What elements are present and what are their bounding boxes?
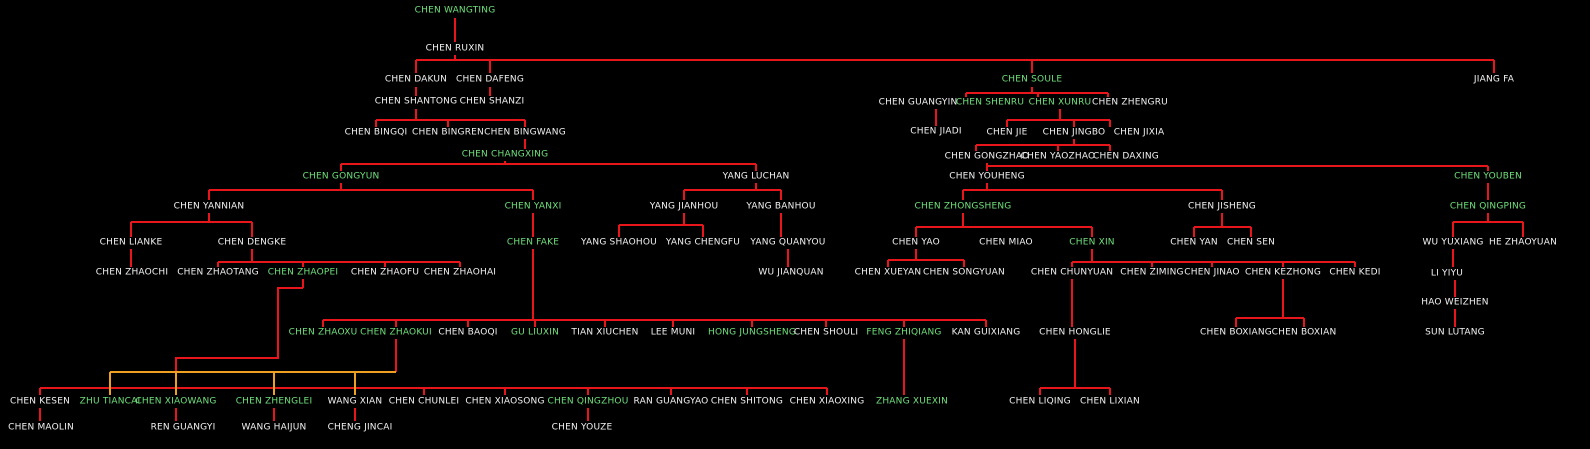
- lineage-node: CHEN BOXIAN: [1271, 327, 1337, 338]
- lineage-node: CHEN YOUBEN: [1454, 171, 1522, 182]
- lineage-node: CHEN YANNIAN: [173, 201, 245, 212]
- lineage-node: CHEN YOUHENG: [949, 171, 1025, 182]
- lineage-node: HONG JUNGSHENG: [707, 327, 797, 338]
- lineage-node: CHEN JIADI: [910, 126, 962, 137]
- lineage-node: YANG CHENGFU: [665, 237, 741, 248]
- lineage-node: CHEN ZHAOXU: [288, 327, 358, 338]
- lineage-node: CHEN ZHAOHAI: [423, 267, 497, 278]
- lineage-node: CHEN WANGTING: [414, 5, 496, 16]
- lineage-node: WANG HAIJUN: [241, 422, 307, 433]
- lineage-node: CHENG JINCAI: [327, 422, 393, 433]
- lineage-node: CHEN DAXING: [1093, 151, 1159, 162]
- lineage-node: CHEN CHUNLEI: [388, 396, 460, 407]
- lineage-node: CHEN ZHENGLEI: [235, 396, 313, 407]
- lineage-node: CHEN QINGPING: [1449, 201, 1527, 212]
- lineage-node: CHEN XIAOSONG: [465, 396, 545, 407]
- lineage-node: YANG SHAOHOU: [581, 237, 657, 248]
- lineage-node: CHEN GUANGYIN: [878, 97, 958, 108]
- lineage-node: CHEN DENGKE: [217, 237, 287, 248]
- lineage-node: HE ZHAOYUAN: [1488, 237, 1558, 248]
- lineage-node: YANG LUCHAN: [722, 171, 790, 182]
- lineage-node: CHEN KESEN: [9, 396, 71, 407]
- lineage-node: CHEN JINGBO: [1042, 127, 1106, 138]
- lineage-node: REN GUANGYI: [150, 422, 216, 433]
- lineage-node: CHEN YOUZE: [551, 422, 613, 433]
- lineage-node: CHEN LIANKE: [99, 237, 163, 248]
- lineage-node: CHEN JIE: [986, 127, 1028, 138]
- lineage-node: CHEN BINGWANG: [484, 127, 566, 138]
- lineage-node: CHEN JISHENG: [1188, 201, 1256, 212]
- lineage-node: LEE MUNI: [650, 327, 696, 338]
- lineage-node: CHEN SOULE: [1001, 74, 1063, 85]
- lineage-node: CHEN ZHAOFU: [350, 267, 420, 278]
- lineage-node: CHEN GONGZHAO: [944, 151, 1030, 162]
- lineage-node: CHEN ZHENGRU: [1092, 97, 1168, 108]
- lineage-node: CHEN FAKE: [506, 237, 560, 248]
- lineage-node: CHEN GONGYUN: [302, 171, 380, 182]
- lineage-node: CHEN SHANTONG: [374, 96, 458, 107]
- lineage-node: CHEN BOXIANG: [1200, 327, 1272, 338]
- lineage-node: RAN GUANGYAO: [633, 396, 709, 407]
- lineage-node: GU LIUXIN: [510, 327, 560, 338]
- lineage-node: CHEN ZHAOPEI: [267, 267, 339, 278]
- lineage-node: SUN LUTANG: [1425, 327, 1485, 338]
- lineage-node: CHEN SHOULI: [793, 327, 859, 338]
- lineage-node: CHEN MAOLIN: [8, 422, 74, 433]
- lineage-node: YANG JIANHOU: [649, 201, 719, 212]
- lineage-node: CHEN LIXIAN: [1080, 396, 1140, 407]
- lineage-node: CHEN ZHAOTANG: [177, 267, 259, 278]
- lineage-node: CHEN YAO: [892, 237, 940, 248]
- lineage-node: CHEN HONGLIE: [1039, 327, 1111, 338]
- lineage-node: CHEN BAOQI: [438, 327, 498, 338]
- lineage-node: CHEN MIAO: [979, 237, 1033, 248]
- lineage-node: CHEN JIXIA: [1113, 127, 1165, 138]
- lineage-node: YANG QUANYOU: [750, 237, 826, 248]
- lineage-node: CHEN XIAOWANG: [135, 396, 217, 407]
- lineage-node: CHEN XIN: [1069, 237, 1115, 248]
- lineage-node: CHEN KEZHONG: [1244, 267, 1322, 278]
- lineage-node: TIAN XIUCHEN: [571, 327, 639, 338]
- lineage-node: CHEN SHANZI: [459, 96, 525, 107]
- lineage-node: CHEN SONGYUAN: [923, 267, 1005, 278]
- lineage-node: CHEN YAOZHAO: [1020, 151, 1096, 162]
- lineage-node: CHEN ZHONGSHENG: [914, 201, 1012, 212]
- lineage-node: ZHU TIANCAI: [79, 396, 141, 407]
- lineage-node: CHEN XUNRU: [1028, 97, 1092, 108]
- lineage-node: CHEN XUEYAN: [854, 267, 922, 278]
- lineage-node: WANG XIAN: [327, 396, 383, 407]
- lineage-node: WU YUXIANG: [1422, 237, 1484, 248]
- lineage-node: CHEN CHUNYUAN: [1030, 267, 1114, 278]
- lineage-node: CHEN DAKUN: [384, 74, 448, 85]
- lineage-node: CHEN XIAOXING: [789, 396, 865, 407]
- lineage-node: CHEN SHITONG: [710, 396, 784, 407]
- lineage-connector: [175, 287, 303, 395]
- lineage-node: CHEN RUXIN: [425, 43, 485, 54]
- lineage-node: FENG ZHIQIANG: [866, 327, 942, 338]
- lineage-node: CHEN BINGREN: [412, 127, 484, 138]
- lineage-node: CHEN QINGZHOU: [547, 396, 629, 407]
- lineage-node: WU JIANQUAN: [758, 267, 824, 278]
- lineage-node: CHEN DAFENG: [455, 74, 525, 85]
- lineage-node: CHEN BINGQI: [344, 127, 408, 138]
- lineage-node: CHEN YANXI: [504, 201, 562, 212]
- lineage-node: CHEN ZHAOCHI: [95, 267, 169, 278]
- lineage-node: JIANG FA: [1473, 74, 1515, 85]
- lineage-node: KAN GUIXIANG: [951, 327, 1021, 338]
- lineage-node: CHEN LIQING: [1009, 396, 1071, 407]
- lineage-node: CHEN CHANGXING: [461, 149, 549, 160]
- lineage-node: YANG BANHOU: [746, 201, 816, 212]
- lineage-node: ZHANG XUEXIN: [875, 396, 949, 407]
- lineage-node: CHEN JINAO: [1184, 267, 1240, 278]
- lineage-node: CHEN SEN: [1226, 237, 1276, 248]
- lineage-node: LI YIYU: [1430, 268, 1464, 279]
- lineage-node: CHEN KEDI: [1329, 267, 1381, 278]
- lineage-node: CHEN YAN: [1170, 237, 1218, 248]
- lineage-node: CHEN SHENRU: [955, 97, 1025, 108]
- lineage-node: CHEN ZIMING: [1120, 267, 1184, 278]
- lineage-node: HAO WEIZHEN: [1421, 297, 1489, 308]
- lineage-node: CHEN ZHAOKUI: [360, 327, 432, 338]
